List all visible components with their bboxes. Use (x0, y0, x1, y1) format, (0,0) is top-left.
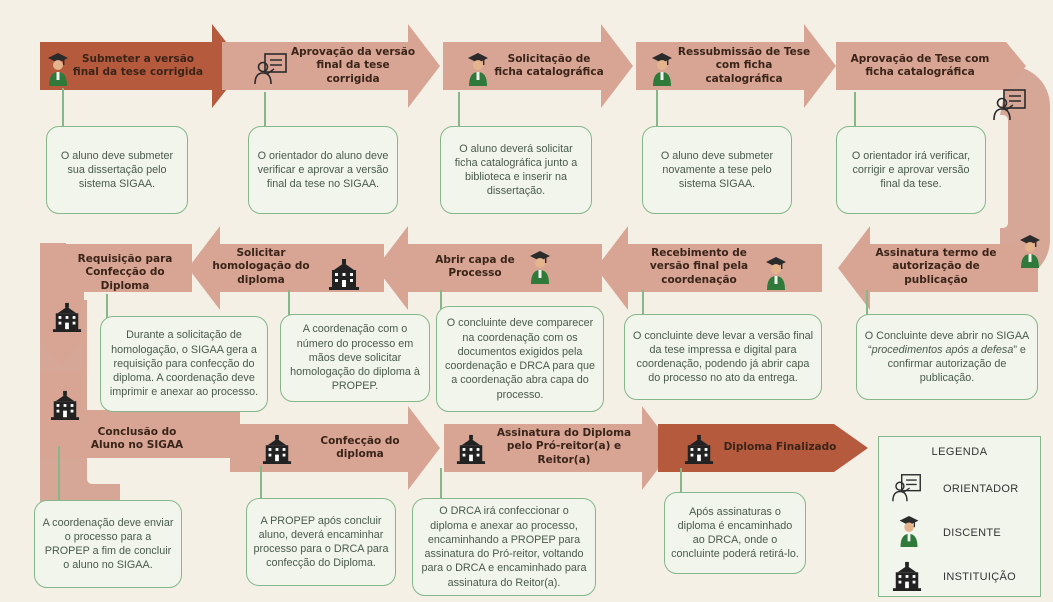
discente-icon (897, 515, 921, 547)
step-10-description: Durante a solicitação de homologação, o … (100, 316, 268, 412)
legend-label-instituicao: INSTITUIÇÃO (943, 571, 1016, 583)
legend-label-orientador: ORIENTADOR (943, 483, 1019, 495)
arrow-step-13 (444, 406, 674, 490)
discente-icon (466, 52, 490, 86)
discente-icon (1018, 234, 1042, 268)
connector (458, 92, 460, 128)
connector (264, 92, 266, 128)
step-1-title: Submeter a versão final da tese corrigid… (72, 52, 204, 78)
arrow-step-4 (636, 24, 836, 108)
connector (62, 88, 64, 128)
step-2-title: Aprovação da versão final da tese corrig… (290, 46, 416, 85)
arrow-step-5 (836, 24, 1026, 108)
step-3-description: O aluno deverá solicitar ficha catalográ… (440, 126, 592, 214)
orientador-icon (889, 473, 925, 503)
arrow-step-1 (40, 24, 245, 108)
step-10-title: Requisição para Confecção do Diploma (77, 253, 173, 292)
step-14-title: Diploma Finalizado (723, 441, 837, 454)
discente-icon (46, 52, 70, 86)
instituicao-icon (456, 434, 486, 464)
connector (656, 90, 658, 128)
orientador-icon (254, 52, 288, 86)
discente-icon (764, 256, 788, 290)
arrow-step-7 (596, 226, 822, 310)
flow-curve-right (1000, 66, 1050, 280)
step-6-title: Assinatura termo de autorização de publi… (875, 247, 997, 286)
instituicao-icon (891, 561, 923, 591)
instituicao-icon (52, 302, 82, 332)
instituicao-icon (262, 434, 292, 464)
connector (288, 290, 290, 316)
step-6-description-emph: procedimentos após a defesa (871, 343, 1014, 356)
step-5-title: Aprovação de Tese com ficha catalográfic… (850, 52, 990, 78)
connector (260, 466, 262, 502)
step-12-description: A PROPEP após concluir aluno, deverá enc… (246, 498, 396, 586)
step-11-description: A coordenação deve enviar o processo par… (34, 500, 182, 588)
step-4-description: O aluno deve submeter novamente a tese p… (642, 126, 792, 214)
step-5-description: O orientador irá verificar, corrigir e a… (836, 126, 986, 214)
step-13-title: Assinatura do Diploma pelo Pró-reitor(a)… (496, 427, 632, 466)
connector (642, 290, 644, 316)
step-8-title: Abrir capa de Processo (435, 253, 515, 279)
arrow-step-3 (443, 24, 633, 108)
step-8-description: O concluinte deve comparecer na coordena… (436, 306, 604, 412)
arrow-step-11 (40, 370, 240, 530)
step-6-description-suffix: ” e confirmar autorização de publicação. (887, 343, 1026, 385)
legend-title: LEGENDA (931, 446, 988, 458)
instituicao-icon (328, 258, 360, 290)
step-11-title: Conclusão do Aluno no SIGAA (90, 425, 184, 451)
legend-label-discente: DISCENTE (943, 527, 1002, 539)
connector (106, 294, 108, 320)
step-6-description-prefix: O Concluinte deve abrir no SIGAA “ (864, 329, 1030, 356)
discente-icon (650, 52, 674, 86)
step-14-description: Após assinaturas o diploma é encaminhado… (664, 492, 806, 574)
step-7-description: O concluinte deve levar a versão final d… (624, 314, 822, 400)
legend: LEGENDA ORIENTADOR DISCENTE INSTITUIÇÃO (878, 436, 1041, 597)
connector (680, 468, 682, 494)
step-9-description: A coordenação com o número do processo e… (280, 314, 430, 402)
step-12-title: Confecção do diploma (320, 434, 400, 460)
step-3-title: Solicitação de ficha catalográfica (494, 52, 604, 78)
connector (440, 290, 442, 314)
step-9-title: Solicitar homologação do diploma (212, 247, 310, 286)
step-6-description: O Concluinte deve abrir no SIGAA “proced… (856, 314, 1038, 400)
discente-icon (528, 250, 552, 284)
arrow-step-8 (376, 226, 602, 310)
step-2-description: O orientador do aluno deve verificar e a… (248, 126, 398, 214)
arrow-step-12 (230, 406, 440, 490)
step-4-title: Ressubmissão de Tese com ficha catalográ… (677, 46, 811, 85)
connector (854, 92, 856, 128)
instituicao-icon (684, 434, 714, 464)
step-13-description: O DRCA irá confeccionar o diploma e anex… (412, 498, 596, 596)
step-1-description: O aluno deve submeter sua dissertação pe… (46, 126, 188, 214)
step-7-title: Recebimento de versão final pela coorden… (649, 247, 749, 286)
orientador-icon (992, 88, 1028, 122)
connector (58, 446, 60, 504)
arrow-step-6 (838, 226, 1038, 310)
arrow-step-10 (40, 244, 192, 366)
arrow-step-14 (658, 420, 868, 476)
arrow-step-2 (222, 24, 440, 108)
instituicao-icon (50, 390, 80, 420)
connector (866, 290, 868, 316)
connector (440, 468, 442, 502)
